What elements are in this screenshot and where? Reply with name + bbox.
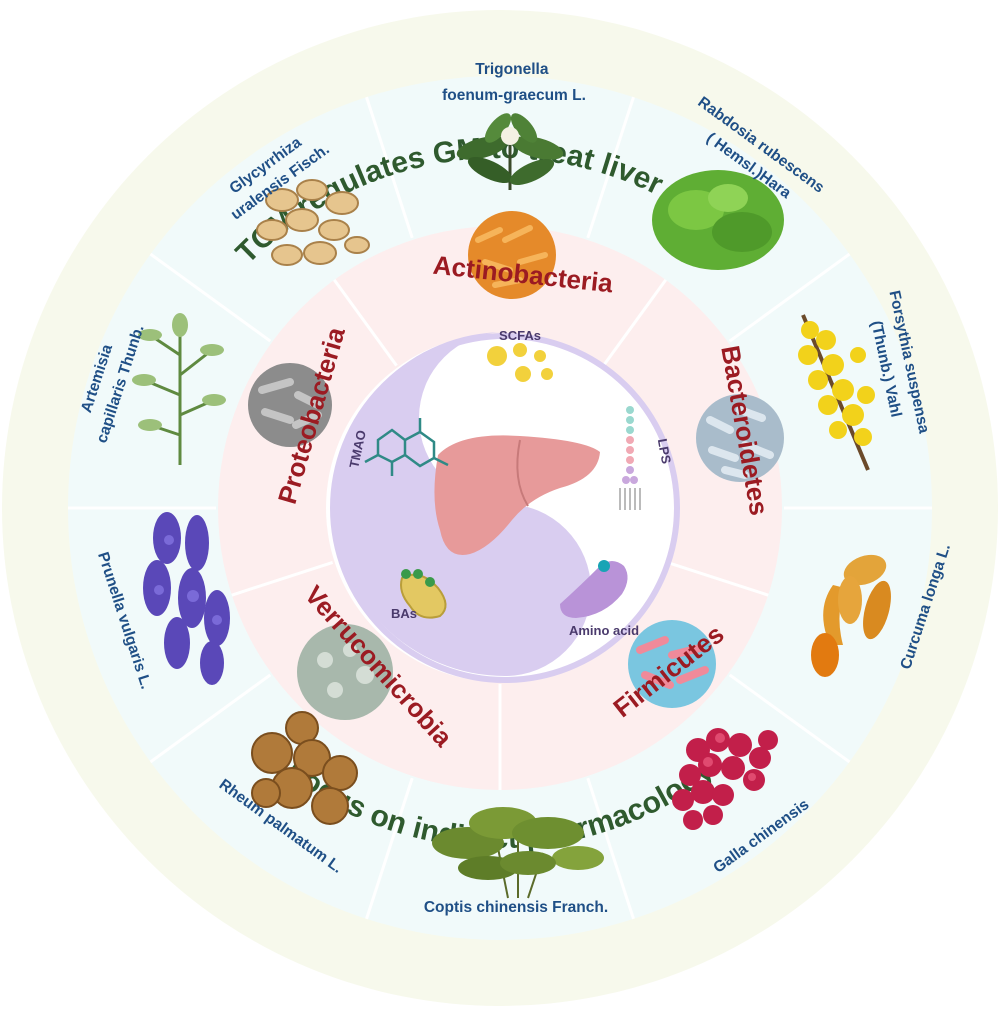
amino-acid-icon [560,560,628,618]
herb-ring-divider [728,673,851,764]
yin-yang-purple-dot [492,565,532,605]
herb-ring-divider [365,96,414,239]
metabolite-core: SCFAs TMAO LPS BAs Amino acid [330,328,680,683]
verrucomicrobia-micrograph-icon [297,624,393,720]
herb-label-coptis: Coptis chinensis Franch. [424,899,608,916]
proteobacteria-micrograph-icon [248,363,332,447]
liver-icon [434,435,600,555]
rheum-slices-icon [251,711,358,825]
herb-ring-divider [586,96,635,239]
metabolite-label-bas: BAs [391,606,417,621]
firmicutes-micrograph-icon [628,620,716,708]
yin-yang-white-dot [490,388,534,432]
tmao-molecule-icon [364,418,449,476]
phylum-ring-divider [666,560,769,597]
bile-acid-icon [400,569,447,619]
herb-ring-divider [728,252,851,343]
herb-ring-divider [149,252,272,343]
phylum-micrographs [248,211,784,720]
prunella-flower-icon [143,512,230,685]
galla-berries-icon [672,728,778,830]
herb-pictures [132,113,891,899]
coptis-plant-icon [432,807,604,899]
forsythia-flower-icon [798,314,875,471]
metabolite-label-scfas: SCFAs [499,328,541,343]
rabdosia-leaves-icon [652,170,784,270]
herb-ring-dividers [68,96,932,920]
phylum-ring-divider [602,278,667,367]
phylum-ring-divider [231,560,334,597]
herb-label-trigonella: Trigonella foenum-graecum L. [442,61,586,104]
scfa-droplets-icon [487,343,553,382]
metabolite-label-amino-acid: Amino acid [569,623,639,638]
turmeric-root-icon [811,554,891,677]
fenugreek-plant-icon [456,113,564,190]
herb-ring-divider [149,673,272,764]
herb-ring-divider [586,777,635,920]
phylum-ring-divider [333,278,398,367]
metabolite-label-lps: LPS [655,437,674,465]
bacteroidetes-micrograph-icon [696,394,784,482]
lps-molecule-icon [619,406,641,510]
licorice-slices-icon [256,179,370,266]
phylum-ring-dividers [231,278,769,790]
herb-ring-divider [365,777,414,920]
actinobacteria-micrograph-icon [468,211,556,299]
artemisia-plant-icon [132,313,226,465]
